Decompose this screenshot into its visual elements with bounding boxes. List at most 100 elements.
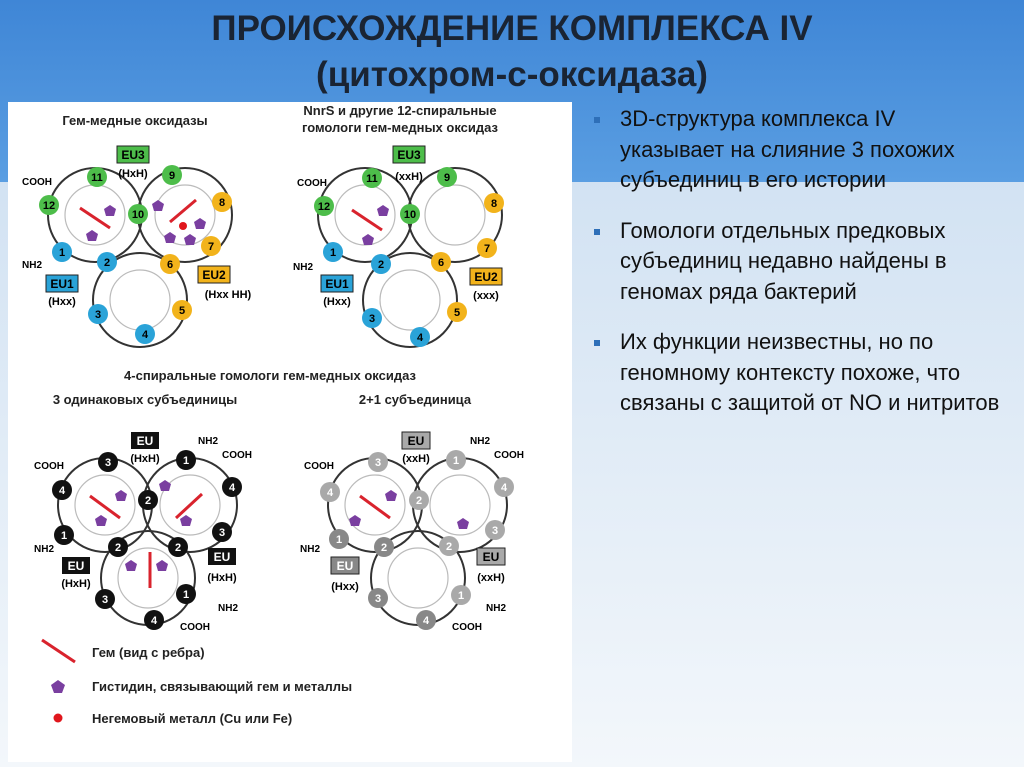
svg-text:11: 11 <box>366 173 378 185</box>
histidine-mark <box>184 234 196 245</box>
svg-text:1: 1 <box>330 247 336 259</box>
svg-text:1: 1 <box>336 534 342 546</box>
svg-text:5: 5 <box>179 305 185 317</box>
svg-text:9: 9 <box>444 172 450 184</box>
title-line-2: (цитохром-с-оксидаза) <box>316 55 708 94</box>
svg-text:4: 4 <box>417 332 424 344</box>
svg-text:2: 2 <box>175 542 181 554</box>
histidine-mark <box>377 205 389 216</box>
heme-mark <box>351 208 383 232</box>
eu1-box <box>45 274 79 293</box>
svg-text:12: 12 <box>43 200 55 212</box>
svg-text:EU: EU <box>68 559 85 573</box>
svg-text:3: 3 <box>375 457 381 469</box>
heme-mark <box>174 492 204 520</box>
svg-text:(HxH): (HxH) <box>207 572 237 584</box>
histidine-mark <box>125 560 137 571</box>
svg-text:6: 6 <box>167 259 173 271</box>
helix-5 <box>172 300 192 320</box>
svg-text:2: 2 <box>416 495 422 507</box>
histidine-mark <box>180 515 192 526</box>
svg-text:NH2: NH2 <box>300 544 320 555</box>
svg-text:4: 4 <box>229 482 236 494</box>
histidine-mark <box>194 218 206 229</box>
svg-text:4: 4 <box>151 615 158 627</box>
ring-inner-bottom <box>109 269 171 331</box>
svg-text:1: 1 <box>183 589 189 601</box>
bullet-square-icon <box>594 340 600 346</box>
subunit-ring-bottom <box>92 252 188 348</box>
svg-text:EU: EU <box>408 434 425 448</box>
diagram-panel: Гем-медные оксидазы NnrS и другие 12-спи… <box>8 102 572 762</box>
svg-text:EU2: EU2 <box>474 270 498 284</box>
histidine-mark <box>115 490 127 501</box>
middle-title: 4-спиральные гомологи гем-медных оксидаз <box>124 368 416 383</box>
helix-8 <box>212 192 232 212</box>
svg-text:NH2: NH2 <box>34 544 54 555</box>
heme-mark <box>79 206 111 230</box>
helix-2 <box>97 252 117 272</box>
histidine-mark <box>159 480 171 491</box>
svg-text:11: 11 <box>91 172 103 184</box>
title-line-1: ПРОИСХОЖДЕНИЕ КОМПЛЕКСА IV <box>211 9 813 48</box>
oxidase-diagram: Гем-медные оксидазы NnrS и другие 12-спи… <box>22 103 524 726</box>
top-right-title-2: гомологи гем-медных оксидаз <box>302 120 499 135</box>
svg-text:NH2: NH2 <box>198 436 218 447</box>
svg-text:3: 3 <box>102 594 108 606</box>
svg-text:COOH: COOH <box>304 461 334 472</box>
histidine-mark <box>152 200 164 211</box>
diagram-heme-copper: 11 12 9 10 8 7 6 5 1 2 3 4 EU3 (HxH) EU1… <box>22 145 252 348</box>
helix-3 <box>88 304 108 324</box>
diagram-three-identical: 3 4 1 4 2 1 2 3 2 3 1 4 EU (HxH) EU (HxH… <box>34 432 252 633</box>
svg-text:(Hxx HH): (Hxx HH) <box>205 289 252 301</box>
svg-text:7: 7 <box>208 241 214 253</box>
helix-7 <box>201 236 221 256</box>
helix-11 <box>87 167 107 187</box>
bullet-item: Гомологи отдельных предковых субъединиц … <box>590 216 1000 308</box>
svg-text:3: 3 <box>492 525 498 537</box>
eu2-box <box>197 265 231 284</box>
histidine-mark <box>349 515 361 526</box>
svg-text:(xxH): (xxH) <box>395 171 423 183</box>
bullet-square-icon <box>594 117 600 123</box>
svg-text:(Hxx): (Hxx) <box>48 296 76 308</box>
slide-title: ПРОИСХОЖДЕНИЕ КОМПЛЕКСА IV (цитохром-с-о… <box>0 6 1024 98</box>
metal-mark <box>179 222 187 230</box>
helix-10 <box>128 204 148 224</box>
svg-text:5: 5 <box>454 307 460 319</box>
svg-text:9: 9 <box>169 170 175 182</box>
bullet-list: 3D-структура комплекса IV указывает на с… <box>590 104 1000 439</box>
svg-text:12: 12 <box>318 201 330 213</box>
svg-text:(HxH): (HxH) <box>118 168 148 180</box>
histidine-mark <box>86 230 98 241</box>
svg-text:(Hxx): (Hxx) <box>331 581 359 593</box>
top-right-title-1: NnrS и другие 12-спиральные <box>303 103 496 118</box>
svg-text:COOH: COOH <box>452 622 482 633</box>
svg-text:COOH: COOH <box>34 461 64 472</box>
helix-6 <box>160 254 180 274</box>
legend-heme-label: Гем (вид с ребра) <box>92 645 205 660</box>
svg-text:NH2: NH2 <box>218 603 238 614</box>
svg-text:NH2: NH2 <box>470 436 490 447</box>
legend-metal-icon <box>53 713 63 723</box>
svg-text:3: 3 <box>375 593 381 605</box>
svg-text:1: 1 <box>61 530 67 542</box>
svg-text:4: 4 <box>501 482 508 494</box>
svg-text:COOH: COOH <box>494 450 524 461</box>
svg-text:EU2: EU2 <box>202 268 226 282</box>
eu3-box <box>116 145 150 164</box>
svg-text:(Hxx): (Hxx) <box>323 296 351 308</box>
histidine-mark <box>362 234 374 245</box>
svg-text:(xxx): (xxx) <box>473 290 499 302</box>
bullet-item: 3D-структура комплекса IV указывает на с… <box>590 104 1000 196</box>
histidine-mark <box>385 490 397 501</box>
svg-text:EU: EU <box>214 550 231 564</box>
svg-text:3: 3 <box>369 313 375 325</box>
helix-12 <box>39 195 59 215</box>
helix-9 <box>162 165 182 185</box>
svg-text:1: 1 <box>458 590 464 602</box>
svg-text:COOH: COOH <box>297 178 327 189</box>
svg-text:1: 1 <box>59 247 65 259</box>
svg-text:EU: EU <box>137 434 154 448</box>
svg-text:1: 1 <box>183 455 189 467</box>
